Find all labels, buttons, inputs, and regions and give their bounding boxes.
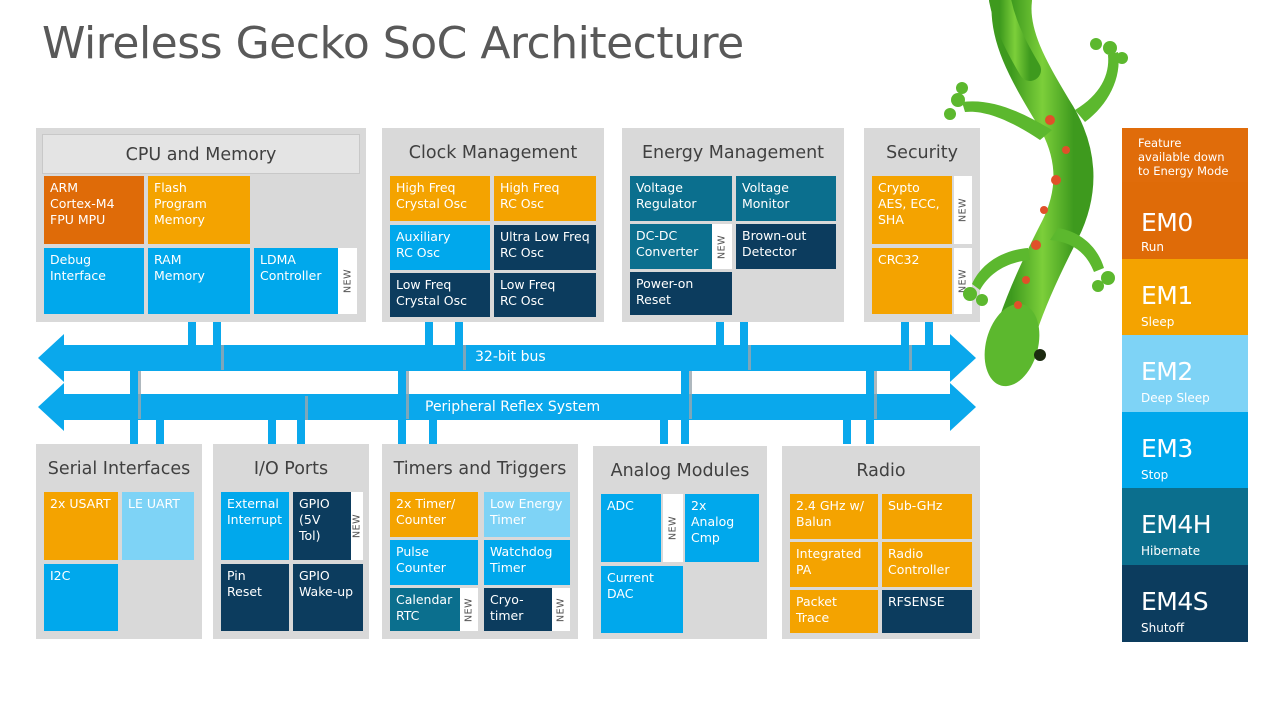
panel-title: Clock Management [408, 143, 578, 163]
new-badge: NEW [712, 224, 732, 269]
energy-mode-name: Run [1141, 240, 1165, 254]
lf-crystal-osc-block: Low Freq Crystal Osc [390, 273, 490, 317]
gpio-5v-block: GPIO (5V Tol) [293, 492, 351, 560]
debug-interface-block: Debug Interface [44, 248, 144, 314]
lf-rc-osc-block: Low Freq RC Osc [494, 273, 596, 317]
timers-triggers-panel: Timers and Triggers 2x Timer/ Counter Lo… [382, 444, 578, 639]
energy-mode-code: EM2 [1141, 357, 1193, 386]
ldma-controller-block: LDMA Controller [254, 248, 338, 314]
energy-mode-name: Hibernate [1141, 544, 1201, 558]
analog-modules-panel: Analog Modules ADC NEW 2x Analog Cmp Cur… [593, 446, 767, 639]
current-dac-block: Current DAC [601, 566, 683, 633]
serial-interfaces-panel: Serial Interfaces 2x USART LE UART I2C [36, 444, 202, 639]
new-badge: NEW [351, 492, 363, 560]
panel-title: Energy Management [641, 143, 825, 163]
ram-memory-block: RAM Memory [148, 248, 250, 314]
panel-title: Timers and Triggers [393, 459, 567, 479]
pulse-counter-block: Pulse Counter [390, 540, 478, 585]
radio-panel: Radio 2.4 GHz w/ Balun Sub-GHz Integrate… [782, 446, 980, 639]
analog-comparator-block: 2x Analog Cmp [685, 494, 759, 562]
energy-mode-code: EM1 [1141, 280, 1193, 310]
i2c-block: I2C [44, 564, 118, 631]
new-badge: NEW [663, 494, 683, 562]
le-uart-block: LE UART [122, 492, 194, 560]
cpu-memory-panel: CPU and Memory ARM Cortex-M4 FPU MPU Fla… [36, 128, 366, 322]
watchdog-timer-block: Watchdog Timer [484, 540, 570, 585]
energy-mode-code: EM3 [1141, 433, 1193, 463]
ghz-balun-block: 2.4 GHz w/ Balun [790, 494, 878, 539]
timer-counter-block: 2x Timer/ Counter [390, 492, 478, 537]
new-badge: NEW [552, 588, 570, 631]
gpio-wakeup-block: GPIO Wake-up [293, 564, 363, 631]
crc32-block: CRC32 [872, 248, 952, 314]
energy-mode-header: Feature available down to Energy Mode [1122, 128, 1248, 182]
sub-ghz-block: Sub-GHz [882, 494, 972, 539]
energy-mode-name: Deep Sleep [1141, 391, 1210, 405]
panel-title: Serial Interfaces [47, 459, 191, 479]
integrated-pa-block: Integrated PA [790, 542, 878, 587]
new-badge: NEW [338, 248, 357, 314]
energy-management-panel: Energy Management Voltage Regulator Volt… [622, 128, 844, 322]
energy-mode-name: Shutoff [1141, 620, 1185, 635]
energy-mode-name: Stop [1141, 467, 1169, 482]
io-ports-panel: I/O Ports External Interrupt GPIO (5V To… [213, 444, 369, 639]
main-bus-label: 32-bit bus [475, 349, 546, 365]
le-timer-block: Low Energy Timer [484, 492, 570, 537]
voltage-regulator-block: Voltage Regulator [630, 176, 732, 221]
external-interrupt-block: External Interrupt [221, 492, 289, 560]
energy-mode-em4h: EM4H Hibernate [1122, 488, 1248, 565]
usart-block: 2x USART [44, 492, 118, 560]
panel-title: Radio [856, 461, 906, 481]
ulf-rc-osc-block: Ultra Low Freq RC Osc [494, 225, 596, 270]
new-badge: NEW [460, 588, 478, 631]
page-title: Wireless Gecko SoC Architecture [42, 18, 744, 69]
energy-mode-em4s: EM4S Shutoff [1122, 564, 1248, 642]
prs-label: Peripheral Reflex System [425, 399, 601, 415]
aux-rc-osc-block: Auxiliary RC Osc [390, 225, 490, 270]
clock-management-panel: Clock Management High Freq Crystal Osc H… [382, 128, 604, 322]
energy-mode-name: Sleep [1141, 314, 1175, 329]
brown-out-detector-block: Brown-out Detector [736, 224, 836, 269]
adc-block: ADC [601, 494, 661, 562]
cryotimer-block: Cryo- timer [484, 588, 552, 631]
energy-mode-code: EM4H [1141, 510, 1212, 539]
security-panel: Security Crypto AES, ECC, SHA NEW CRC32 … [864, 128, 980, 322]
calendar-rtc-block: Calendar RTC [390, 588, 460, 631]
flash-memory-block: Flash Program Memory [148, 176, 250, 244]
dcdc-converter-block: DC-DC Converter [630, 224, 712, 269]
rfsense-block: RFSENSE [882, 590, 972, 633]
prs-arrow [38, 383, 976, 431]
panel-title: Security [886, 143, 958, 163]
new-badge: NEW [954, 176, 972, 244]
hf-rc-osc-block: High Freq RC Osc [494, 176, 596, 221]
panel-title: CPU and Memory [42, 134, 360, 174]
packet-trace-block: Packet Trace [790, 590, 878, 633]
crypto-block: Crypto AES, ECC, SHA [872, 176, 952, 244]
panel-title: I/O Ports [253, 459, 329, 479]
panel-title: Analog Modules [610, 461, 750, 481]
voltage-monitor-block: Voltage Monitor [736, 176, 836, 221]
energy-mode-code: EM0 [1141, 208, 1193, 237]
arm-cortex-block: ARM Cortex-M4 FPU MPU [44, 176, 144, 244]
pin-reset-block: Pin Reset [221, 564, 289, 631]
energy-mode-code: EM4S [1141, 586, 1209, 616]
radio-controller-block: Radio Controller [882, 542, 972, 587]
power-on-reset-block: Power-on Reset [630, 272, 732, 315]
hf-crystal-osc-block: High Freq Crystal Osc [390, 176, 490, 221]
